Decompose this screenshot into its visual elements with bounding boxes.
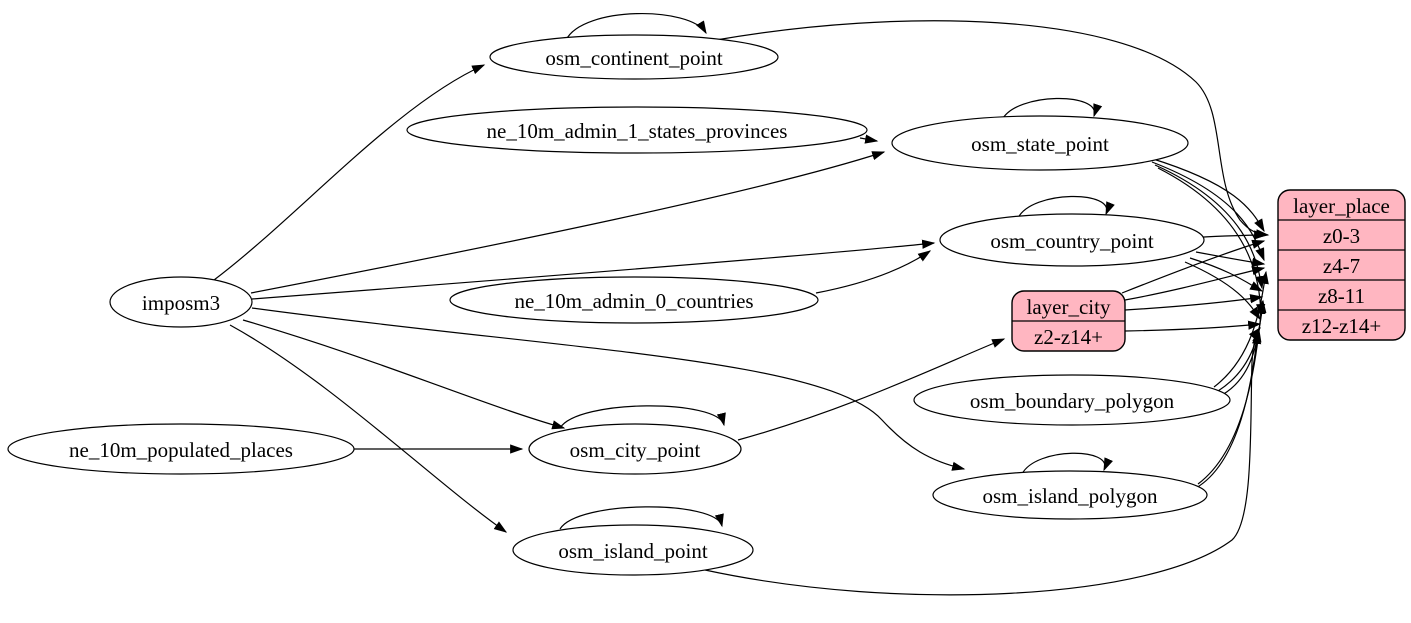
node-shape-osm-country-point (939, 213, 1205, 267)
record-layer-city: layer_city z2-z14+ (1011, 290, 1126, 352)
node-label-osm-island-polygon: osm_island_polygon (982, 484, 1158, 508)
node-shape-osm-boundary-polygon (913, 374, 1231, 426)
edge-imposm3-to-osm-continent-point (213, 64, 486, 281)
edge-imposm3-to-osm-island-point (229, 324, 508, 533)
edges-layer (213, 13, 1270, 596)
node-shape-osm-state-point (891, 115, 1189, 171)
node-label-osm-continent-point: osm_continent_point (545, 46, 722, 70)
record-row-layer-place-z12-z14+: z12-z14+ (1302, 314, 1381, 338)
edge-osm-country-point-to-layer-place-z4-7 (1195, 251, 1266, 267)
node-osm-island-point: osm_island_point (512, 524, 754, 576)
edge-osm-island-polygon-to-layer-place-z12-z14+ (1195, 330, 1262, 489)
node-shape-osm-island-polygon (932, 470, 1208, 520)
edge-ne-10m-admin-1-states-provinces-to-osm-state-point (859, 134, 879, 144)
record-row-layer-city-z2-z14+: z2-z14+ (1034, 325, 1103, 349)
edge-imposm3-to-osm-state-point (250, 151, 886, 294)
record-layer-place: layer_place z0-3 z4-7 z8-11 z12-z14+ (1277, 189, 1406, 341)
self-loop-osm-island-polygon (1021, 452, 1113, 475)
node-label-imposm3: imposm3 (142, 291, 220, 315)
nodes-layer: imposm3 ne_10m_populated_places osm_contin… (7, 34, 1231, 576)
edge-osm-country-point-to-layer-place-z0-3 (1202, 230, 1268, 240)
edge-layer-city-to-layer-place-z8-11 (1124, 294, 1264, 311)
node-imposm3: imposm3 (109, 276, 253, 328)
node-shape-osm-city-point (528, 423, 742, 475)
node-osm-country-point: osm_country_point (939, 213, 1205, 267)
self-loop-osm-continent-point (565, 13, 707, 41)
record-row-layer-place-z4-7: z4-7 (1323, 254, 1360, 278)
record-title-layer-place: layer_place (1293, 194, 1390, 218)
record-row-layer-place-z0-3: z0-3 (1323, 224, 1360, 248)
node-osm-island-polygon: osm_island_polygon (932, 470, 1208, 520)
edge-layer-city-to-layer-place-z12-z14+ (1124, 320, 1262, 332)
node-label-ne-10m-admin-1-states-provinces: ne_10m_admin_1_states_provinces (487, 119, 788, 143)
edge-osm-continent-point-to-layer-place-z0-3 (715, 20, 1270, 239)
edge-osm-state-point-to-layer-place-z4-7 (1151, 161, 1265, 262)
node-shape-ne-10m-admin-1-states-provinces (406, 106, 868, 154)
node-ne-10m-admin-1-states-provinces: ne_10m_admin_1_states_provinces (406, 106, 868, 154)
self-loop-osm-state-point (1001, 97, 1103, 121)
node-osm-state-point: osm_state_point (891, 115, 1189, 171)
node-label-ne-10m-populated-places: ne_10m_populated_places (69, 438, 293, 462)
node-label-osm-state-point: osm_state_point (971, 132, 1109, 156)
edge-imposm3-to-osm-country-point (251, 239, 936, 300)
record-title-layer-city: layer_city (1027, 295, 1111, 319)
node-shape-ne-10m-populated-places (7, 423, 355, 475)
edge-layer-city-to-layer-place-z4-7 (1124, 266, 1266, 301)
node-osm-continent-point: osm_continent_point (489, 34, 779, 80)
self-loop-osm-island-point (559, 506, 724, 530)
node-label-osm-boundary-polygon: osm_boundary_polygon (970, 389, 1175, 413)
node-label-osm-country-point: osm_country_point (990, 229, 1153, 253)
node-ne-10m-admin-0-countries: ne_10m_admin_0_countries (449, 276, 819, 324)
records-layer: layer_city z2-z14+ layer_place z0-3 z4-7 z8-1… (1011, 189, 1406, 352)
self-loop-osm-city-point (559, 405, 726, 429)
node-shape-imposm3 (109, 276, 253, 328)
edge-ne-10m-admin-0-countries-to-osm-country-point (815, 250, 932, 294)
node-label-osm-city-point: osm_city_point (570, 438, 701, 462)
node-label-ne-10m-admin-0-countries: ne_10m_admin_0_countries (514, 289, 753, 313)
node-osm-boundary-polygon: osm_boundary_polygon (913, 374, 1231, 426)
record-shape-layer-place (1277, 189, 1406, 341)
edge-osm-city-point-to-layer-city-z2-z14+ (737, 338, 1006, 441)
record-row-layer-place-z8-11: z8-11 (1318, 284, 1365, 308)
self-loop-osm-country-point (1017, 195, 1115, 219)
node-ne-10m-populated-places: ne_10m_populated_places (7, 423, 355, 475)
node-label-osm-island-point: osm_island_point (558, 539, 708, 563)
node-osm-city-point: osm_city_point (528, 423, 742, 475)
edge-imposm3-to-osm-island-polygon (251, 307, 966, 471)
edge-imposm3-to-osm-city-point (242, 319, 566, 430)
node-shape-ne-10m-admin-0-countries (449, 276, 819, 324)
edge-osm-state-point-to-layer-place-z0-3 (1149, 157, 1265, 233)
node-shape-osm-continent-point (489, 34, 779, 80)
node-shape-osm-island-point (512, 524, 754, 576)
edge-osm-island-point-to-layer-place-z12-z14+ (704, 326, 1261, 596)
edge-layer-city-to-layer-place-z0-3 (1121, 239, 1266, 294)
